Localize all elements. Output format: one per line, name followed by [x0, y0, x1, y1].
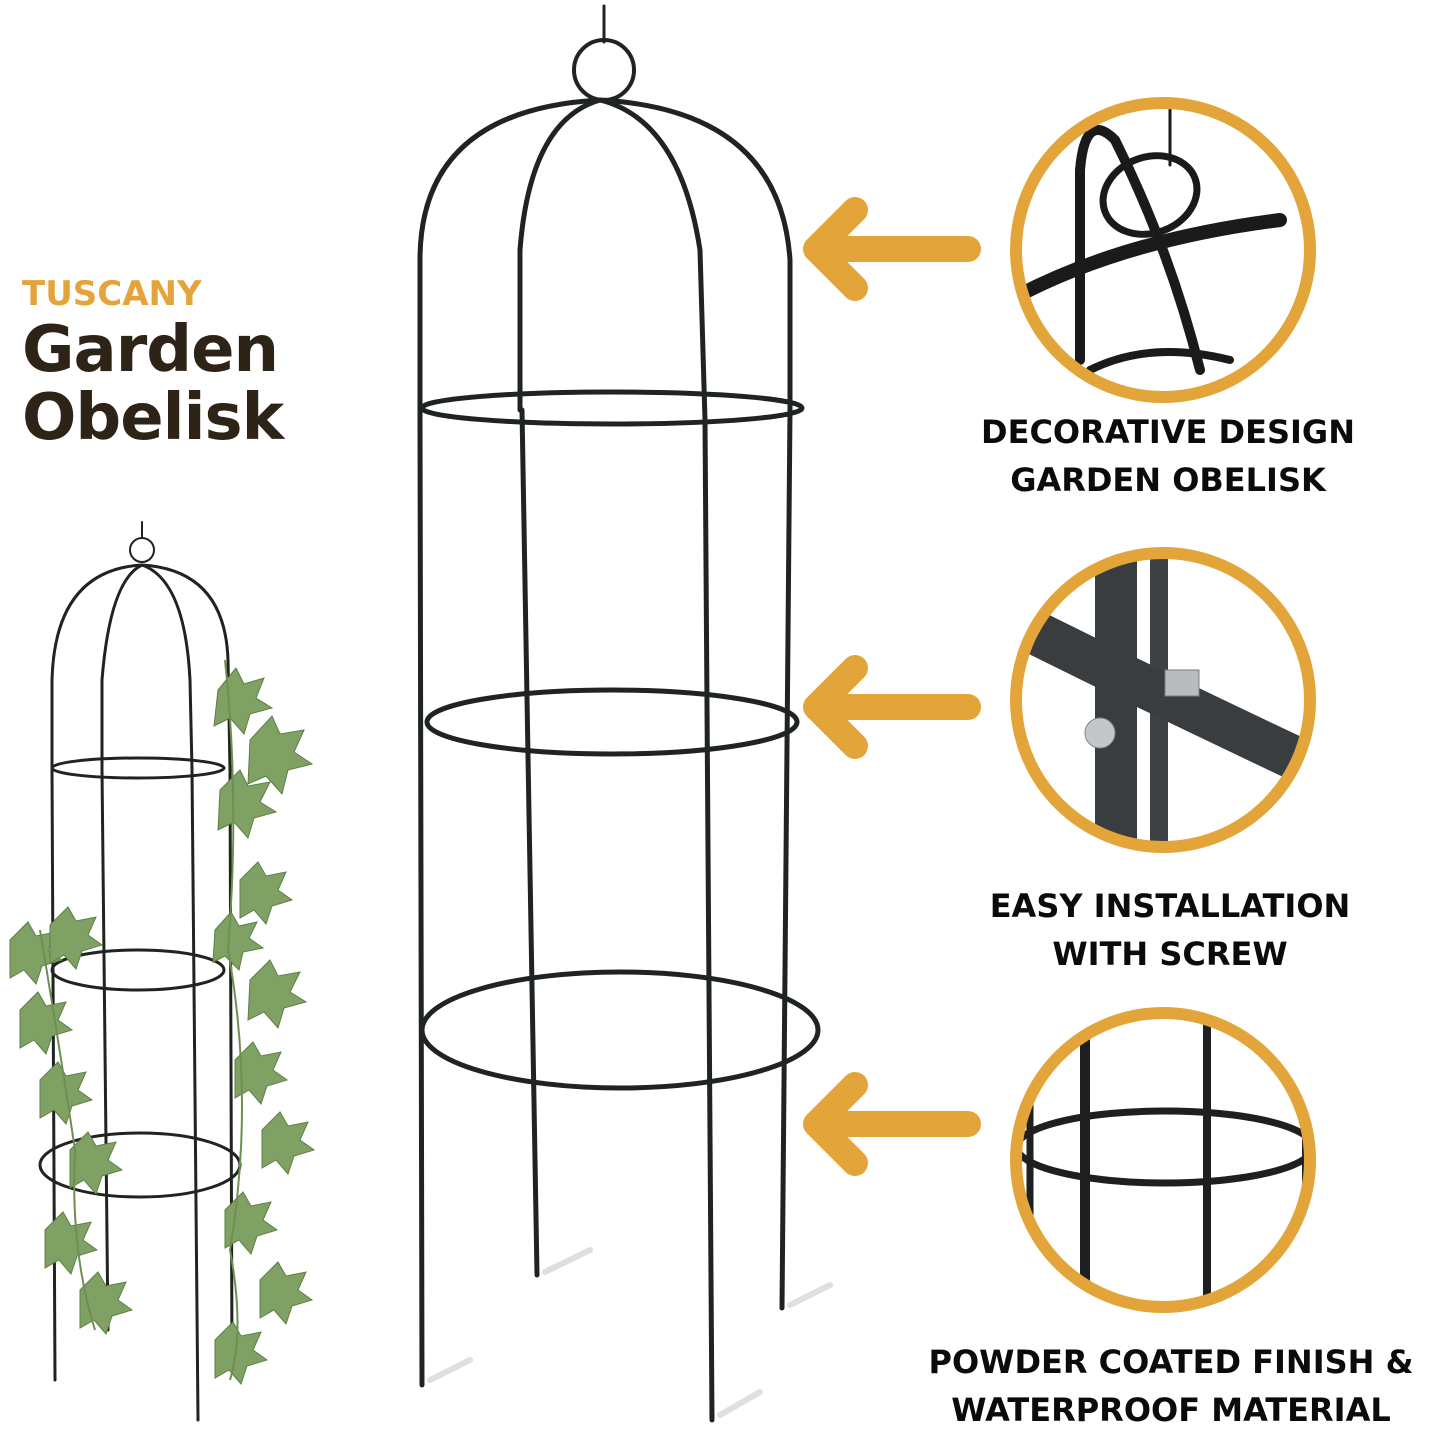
caption-line: POWDER COATED FINISH &	[928, 1343, 1414, 1381]
brand-kicker: TUSCANY	[22, 274, 202, 314]
feature-caption-decorative: DECORATIVE DESIGN GARDEN OBELISK	[948, 408, 1388, 504]
caption-line: EASY INSTALLATION	[989, 887, 1351, 925]
brand-title-line1: Garden	[22, 313, 279, 387]
brand-heading: TUSCANY Garden Obelisk	[22, 272, 362, 452]
arrow-left-icon	[803, 1072, 981, 1176]
arrow-left-icon	[803, 655, 981, 759]
feature-caption-finish: POWDER COATED FINISH & WATERPROOF MATERI…	[890, 1338, 1452, 1434]
caption-line: WITH SCREW	[1052, 935, 1288, 973]
caption-line: WATERPROOF MATERIAL	[951, 1391, 1391, 1429]
caption-line: GARDEN OBELISK	[1010, 461, 1326, 499]
caption-line: DECORATIVE DESIGN	[981, 413, 1355, 451]
brand-title-line2: Obelisk	[22, 381, 284, 455]
arrow-left-icon	[803, 197, 981, 301]
feature-caption-installation: EASY INSTALLATION WITH SCREW	[950, 882, 1390, 978]
